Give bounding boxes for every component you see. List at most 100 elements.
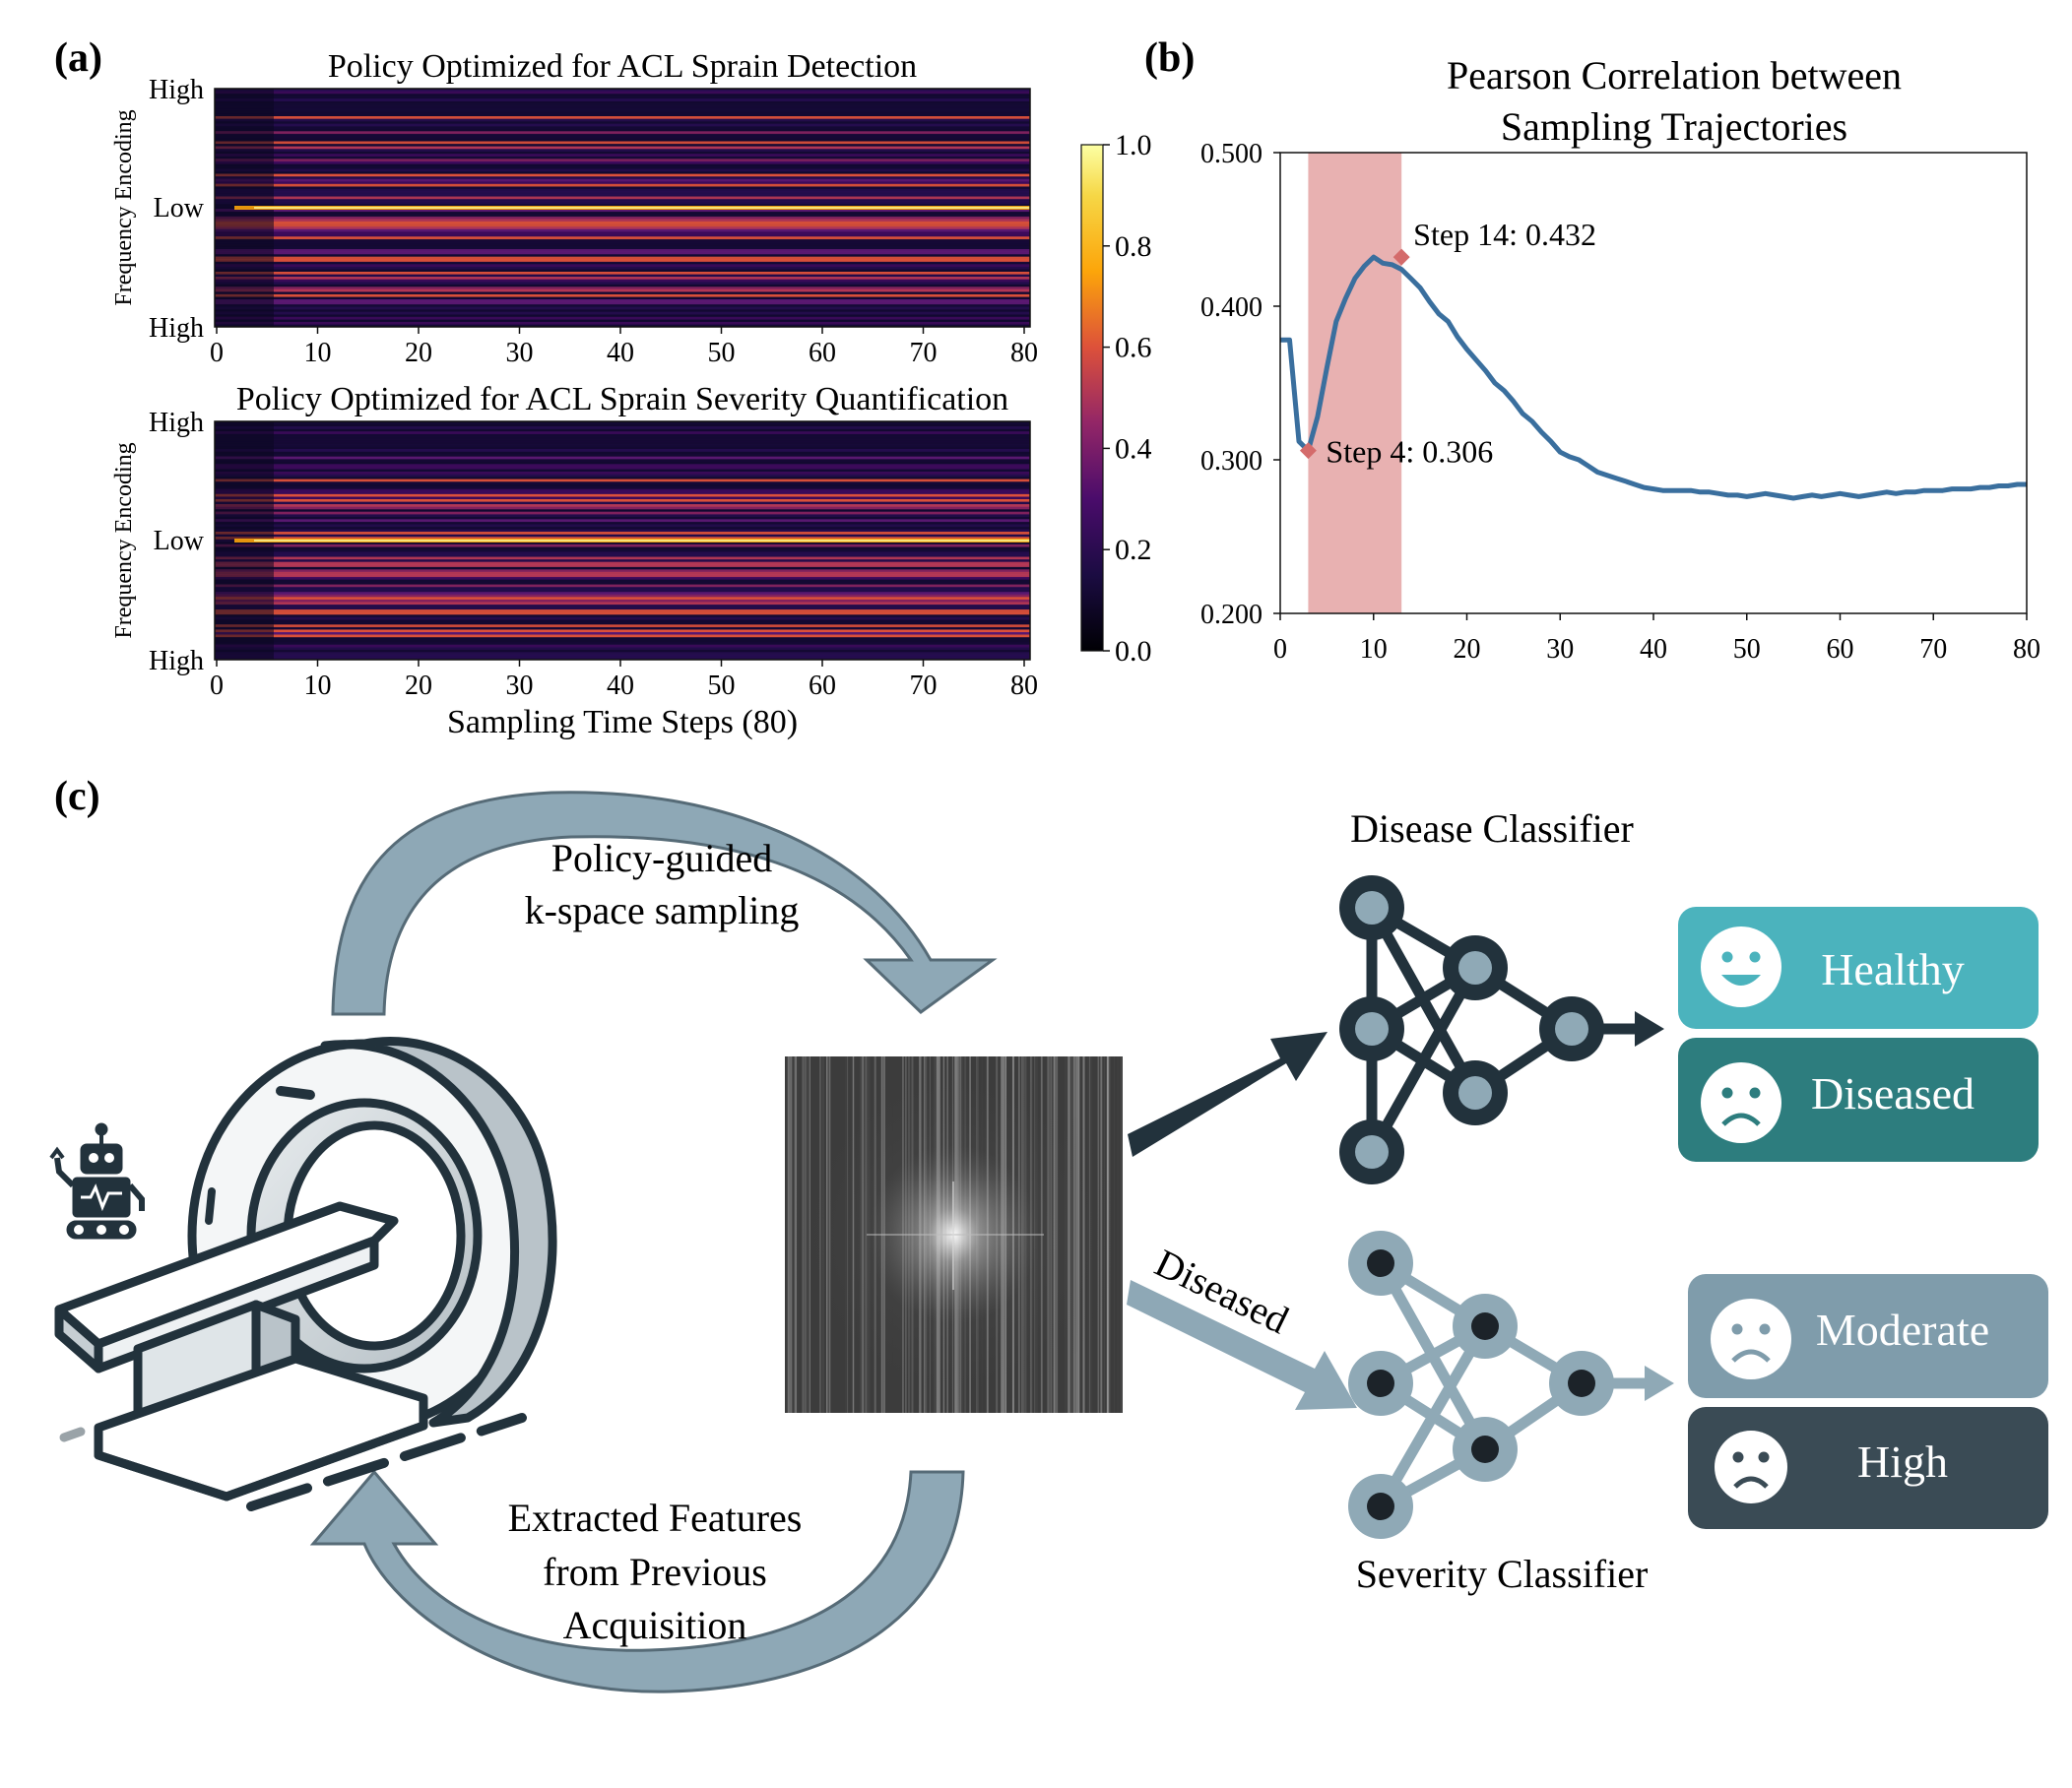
xtick-label: 50 xyxy=(1733,634,1761,665)
mri-scanner-icon xyxy=(54,1037,557,1511)
arrow-to-disease-classifier xyxy=(1128,1032,1327,1157)
colorbar-tick-label: 0.0 xyxy=(1115,635,1152,668)
heatmap-top xyxy=(214,88,1031,328)
heatmap-bottom xyxy=(214,420,1031,661)
colorbar-tick-label: 0.6 xyxy=(1115,332,1152,364)
feature-feedback-label-line2: from Previous xyxy=(543,1550,767,1594)
heatmap-top-ytick-low: Low xyxy=(154,193,205,224)
xtick-label: 60 xyxy=(809,670,836,701)
network-node-core xyxy=(1458,951,1492,985)
heatmap-bottom-ylabel: Frequency Encoding xyxy=(111,442,137,638)
xtick-label: 50 xyxy=(708,670,736,701)
xtick-label: 40 xyxy=(607,670,634,701)
network-edge xyxy=(1366,962,1481,1158)
heatmap-bottom-ytick-low: Low xyxy=(154,526,205,556)
panel-label-c: (c) xyxy=(54,774,100,819)
happy-face-icon xyxy=(1701,926,1781,1007)
xtick-label: 30 xyxy=(1546,634,1574,665)
xtick-label: 30 xyxy=(506,670,534,701)
arrow-to-severity-classifier xyxy=(1127,1280,1357,1410)
network-node-core xyxy=(1367,1493,1394,1520)
colorbar: 0.00.20.40.60.81.0 xyxy=(1080,129,1152,668)
xtick-label: 60 xyxy=(1827,634,1854,665)
heatmap-bottom-ytick-high: High xyxy=(149,646,204,676)
outcome-moderate: Moderate xyxy=(1688,1274,2048,1398)
plot-frame xyxy=(1279,152,2028,614)
xtick-label: 50 xyxy=(708,338,736,368)
heatmap-top-ytick-high: High xyxy=(149,75,204,105)
heatmap-bottom-ytick-high: High xyxy=(149,408,204,438)
kspace-image xyxy=(785,1056,1123,1413)
outcome-moderate-label: Moderate xyxy=(1816,1305,1989,1355)
network-node-core xyxy=(1355,891,1389,925)
colorbar-tick-label: 0.4 xyxy=(1115,432,1152,465)
line-chart-title-line1: Pearson Correlation between xyxy=(1447,53,1902,97)
outcome-diseased: Diseased xyxy=(1678,1038,2039,1162)
xtick-label: 0 xyxy=(210,338,224,368)
network-node-core xyxy=(1367,1370,1394,1397)
network-node-core xyxy=(1471,1312,1499,1340)
series-line xyxy=(1280,254,2027,501)
feature-feedback-label-line3: Acquisition xyxy=(563,1603,747,1647)
disease-classifier-label: Disease Classifier xyxy=(1350,806,1634,851)
network-output-arrowhead xyxy=(1645,1366,1674,1401)
line-chart-title-line2: Sampling Trajectories xyxy=(1501,104,1847,149)
xtick-label: 60 xyxy=(809,338,836,368)
sad-face-icon xyxy=(1711,1299,1791,1379)
sad-face-icon xyxy=(1701,1062,1781,1143)
xtick-label: 70 xyxy=(1919,634,1947,665)
xtick-label: 20 xyxy=(405,338,432,368)
heatmap-bottom-title: Policy Optimized for ACL Sprain Severity… xyxy=(236,381,1008,417)
ytick-label: 0.500 xyxy=(1200,139,1263,169)
xtick-label: 70 xyxy=(910,670,938,701)
outcome-healthy: Healthy xyxy=(1678,907,2039,1029)
xtick-label: 0 xyxy=(1273,634,1287,665)
colorbar-tick-label: 1.0 xyxy=(1115,129,1152,161)
policy-sampling-label-line1: Policy-guided xyxy=(551,836,772,880)
xtick-label: 0 xyxy=(210,670,224,701)
xtick-label: 80 xyxy=(1010,670,1038,701)
xtick-label: 80 xyxy=(1010,338,1038,368)
heatmap-top-xticks: 0 10 20 30 40 50 60 70 80 xyxy=(210,327,1038,368)
robot-icon xyxy=(49,1122,145,1240)
network-node-core xyxy=(1355,1012,1389,1046)
feature-feedback-label-line1: Extracted Features xyxy=(508,1496,803,1540)
panel-label-a: (a) xyxy=(54,35,102,81)
network-node-core xyxy=(1355,1135,1389,1169)
sad-face-icon xyxy=(1715,1431,1787,1503)
feature-feedback-arrow xyxy=(309,1469,965,1693)
xtick-label: 20 xyxy=(405,670,432,701)
heatmap-top-ylabel: Frequency Encoding xyxy=(111,109,137,305)
xtick-label: 40 xyxy=(607,338,634,368)
network-node-core xyxy=(1568,1370,1595,1397)
ytick-label: 0.200 xyxy=(1200,600,1263,630)
network-node-core xyxy=(1367,1249,1394,1277)
heatmap-bottom-xticks: 0 10 20 30 40 50 60 70 80 xyxy=(210,660,1038,701)
colorbar-tick-label: 0.2 xyxy=(1115,534,1152,566)
heatmap-top-title: Policy Optimized for ACL Sprain Detectio… xyxy=(328,48,917,85)
panel-label-b: (b) xyxy=(1144,35,1195,81)
outcome-high: High xyxy=(1688,1407,2048,1529)
heatmap-top-ytick-high: High xyxy=(149,313,204,344)
xtick-label: 40 xyxy=(1640,634,1667,665)
disease-classifier-network xyxy=(1339,875,1664,1184)
network-edge xyxy=(1375,1320,1491,1512)
xtick-label: 70 xyxy=(910,338,938,368)
network-output-arrowhead xyxy=(1635,1011,1664,1047)
policy-sampling-label-line2: k-space sampling xyxy=(525,888,800,932)
severity-classifier-label: Severity Classifier xyxy=(1356,1552,1649,1596)
policy-sampling-arrow xyxy=(331,791,998,1016)
xtick-label: 10 xyxy=(304,670,332,701)
annotation-label: Step 4: 0.306 xyxy=(1326,434,1493,470)
ytick-label: 0.300 xyxy=(1200,446,1263,477)
xtick-label: 10 xyxy=(1360,634,1388,665)
network-node-core xyxy=(1555,1012,1588,1046)
outcome-healthy-label: Healthy xyxy=(1821,944,1965,994)
ytick-label: 0.400 xyxy=(1200,292,1263,323)
network-node-core xyxy=(1471,1436,1499,1463)
xtick-label: 10 xyxy=(304,338,332,368)
annotation-label: Step 14: 0.432 xyxy=(1413,217,1596,252)
xtick-label: 30 xyxy=(506,338,534,368)
xtick-label: 20 xyxy=(1454,634,1481,665)
